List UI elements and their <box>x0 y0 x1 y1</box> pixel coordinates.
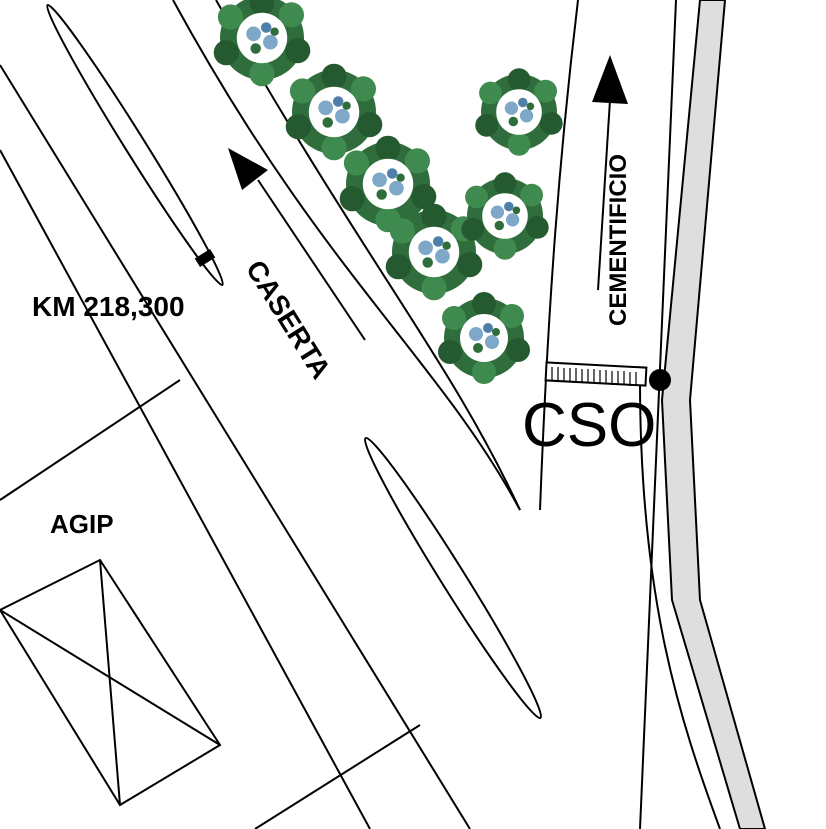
tree-icon <box>438 292 530 384</box>
arrow-up-left-icon <box>228 148 268 190</box>
cementificio-arrow <box>592 55 628 291</box>
road-edge-right <box>172 0 521 511</box>
road-edge-left <box>0 64 471 829</box>
cso-label: CSO <box>522 391 656 460</box>
agip-building <box>0 558 222 807</box>
medians <box>46 3 543 720</box>
road-edge-inner <box>539 0 579 511</box>
road-edge-top-right <box>215 0 521 511</box>
tree-icon <box>475 68 563 156</box>
tree-icon <box>285 63 383 161</box>
agip-label: AGIP <box>50 509 114 539</box>
road-edge-far-left <box>0 149 371 829</box>
railway-strip <box>660 0 767 829</box>
caserta-label: CASERTA <box>240 255 337 384</box>
lot-lines <box>0 379 421 829</box>
median-lower <box>363 436 543 720</box>
km-marker <box>194 248 216 268</box>
caserta-arrow <box>228 148 366 341</box>
cementificio-label: CEMENTIFICIO <box>605 154 632 326</box>
km-label: KM 218,300 <box>32 291 185 322</box>
cso-crossing <box>544 361 671 391</box>
road-edges <box>0 0 721 829</box>
tree-icon <box>213 0 311 87</box>
arrow-up-icon <box>592 55 628 104</box>
road-edge-cementificio-right <box>639 0 677 829</box>
road-edge-east <box>639 379 721 829</box>
median-upper <box>46 3 224 287</box>
cso-point-icon <box>649 369 671 391</box>
